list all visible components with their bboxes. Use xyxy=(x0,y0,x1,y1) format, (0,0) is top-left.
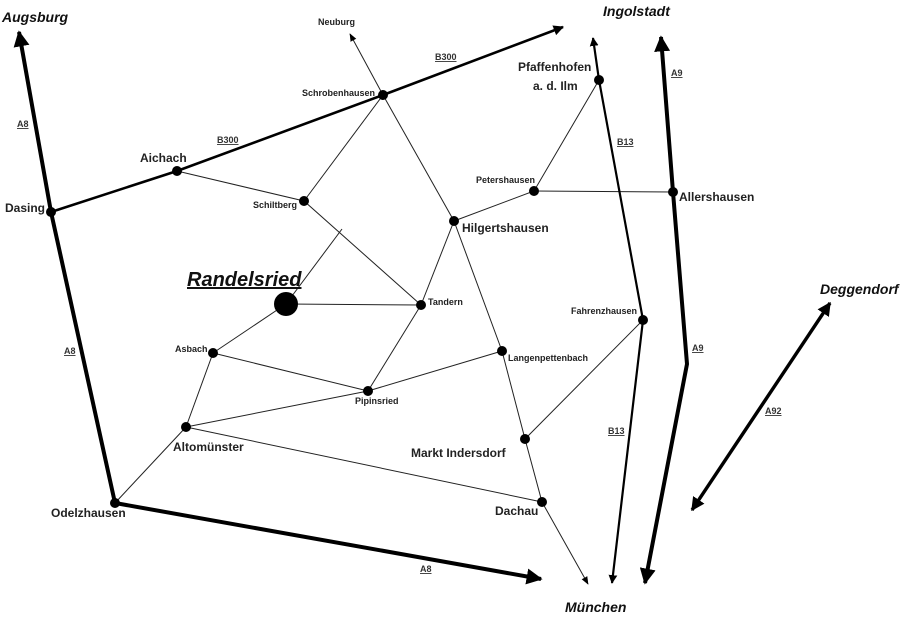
label-langenpettenbach: Langenpettenbach xyxy=(508,353,588,363)
label-schiltberg: Schiltberg xyxy=(253,200,297,210)
town-marker xyxy=(529,186,539,196)
road-to-neuburg xyxy=(349,33,384,96)
label-allershausen: Allershausen xyxy=(679,190,754,204)
road xyxy=(285,228,343,305)
road-to-muenchen xyxy=(453,220,589,585)
town-marker xyxy=(520,434,530,444)
town-marker xyxy=(172,166,182,176)
label-ingolstadt: Ingolstadt xyxy=(603,3,671,19)
road xyxy=(114,426,187,504)
road-a8 xyxy=(13,30,543,585)
road-label-a9: A9 xyxy=(692,343,704,353)
label-dasing: Dasing xyxy=(5,201,45,215)
label-tandern: Tandern xyxy=(428,297,463,307)
label-schrobenhausen: Schrobenhausen xyxy=(302,88,375,98)
label-aichach: Aichach xyxy=(140,151,187,165)
town-marker xyxy=(497,346,507,356)
road-label-a92: A92 xyxy=(765,406,782,416)
town-marker xyxy=(181,422,191,432)
road-label-a9: A9 xyxy=(671,68,683,78)
label-petershausen: Petershausen xyxy=(476,175,535,185)
label-randelsried: Randelsried xyxy=(187,269,302,291)
road-label-b300: B300 xyxy=(217,135,239,145)
road-label-a8: A8 xyxy=(64,346,76,356)
road-a9 xyxy=(639,35,690,585)
road xyxy=(382,94,455,222)
town-marker xyxy=(110,498,120,508)
road-b13 xyxy=(589,37,645,584)
label-muenchen: München xyxy=(565,599,626,615)
town-marker xyxy=(594,75,604,85)
road xyxy=(367,350,503,392)
road xyxy=(524,319,644,440)
label-markt-indersdorf: Markt Indersdorf xyxy=(411,446,507,460)
town-marker xyxy=(299,196,309,206)
label-pipinsried: Pipinsried xyxy=(355,396,399,406)
town-marker xyxy=(638,315,648,325)
label-altomuenster: Altomünster xyxy=(173,440,244,454)
road-a92 xyxy=(690,301,832,512)
label-fahrenzhausen: Fahrenzhausen xyxy=(571,306,637,316)
town-marker xyxy=(378,90,388,100)
road xyxy=(420,220,455,306)
label-dachau: Dachau xyxy=(495,504,538,518)
road-label-a8: A8 xyxy=(420,564,432,574)
road-label-b13: B13 xyxy=(608,426,625,436)
label-hilgertshausen: Hilgertshausen xyxy=(462,221,549,235)
road xyxy=(453,79,600,222)
label-pfaffenhofen: Pfaffenhofen xyxy=(518,60,591,74)
town-marker xyxy=(537,497,547,507)
road xyxy=(367,304,422,392)
town-markers xyxy=(46,75,678,508)
label-asbach: Asbach xyxy=(175,344,208,354)
road xyxy=(533,190,674,193)
road-label-b300: B300 xyxy=(435,52,457,62)
label-pfaffenhofen-suffix: a. d. Ilm xyxy=(533,79,578,93)
town-marker xyxy=(46,207,56,217)
town-marker xyxy=(363,386,373,396)
town-marker xyxy=(449,216,459,226)
randelsried-marker xyxy=(274,292,298,316)
road xyxy=(212,352,369,392)
town-marker xyxy=(416,300,426,310)
road xyxy=(185,426,543,503)
label-deggendorf: Deggendorf xyxy=(820,281,900,297)
road-label-b13: B13 xyxy=(617,137,634,147)
road xyxy=(285,303,422,306)
road xyxy=(212,303,287,354)
road xyxy=(185,390,369,428)
label-neuburg: Neuburg xyxy=(318,17,355,27)
road-label-a8: A8 xyxy=(17,119,29,129)
road xyxy=(185,352,214,428)
town-marker xyxy=(208,348,218,358)
label-augsburg: Augsburg xyxy=(1,9,69,25)
town-marker xyxy=(668,187,678,197)
label-odelzhausen: Odelzhausen xyxy=(51,506,126,520)
